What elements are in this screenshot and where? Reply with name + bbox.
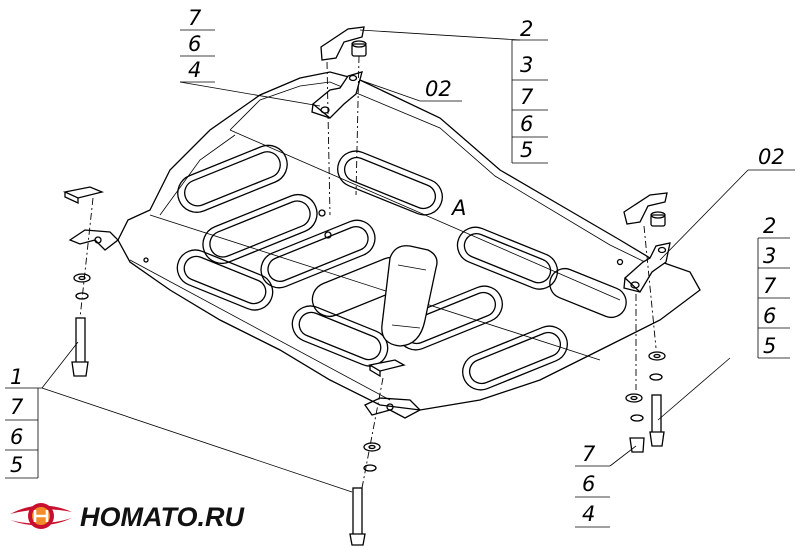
callout-left-2: 7 xyxy=(10,395,24,419)
callout-top-right-1: 2 xyxy=(520,17,533,41)
logo-text: HOMATO.RU xyxy=(80,502,245,532)
callout-top-left-1: 7 xyxy=(188,6,202,30)
callout-top-left-2: 6 xyxy=(188,32,201,56)
callout-right: 2 3 7 6 5 xyxy=(757,214,790,359)
callout-bottom-right: 7 6 4 xyxy=(575,442,610,528)
plate-marking: A xyxy=(450,196,466,220)
bottom-clip xyxy=(368,359,406,378)
callout-ref-top: 02 xyxy=(420,77,462,102)
callout-top-right-4: 6 xyxy=(520,112,533,136)
left-fasteners xyxy=(71,273,91,377)
callout-top-right-2: 3 xyxy=(520,53,533,77)
callout-ref-top-label: 02 xyxy=(425,77,452,101)
top-bracket xyxy=(311,71,363,119)
drain-hatch xyxy=(381,245,438,347)
callout-top-right: 2 3 7 6 5 xyxy=(511,17,548,164)
homato-logo: HOMATO.RU xyxy=(10,502,245,532)
leader-lines xyxy=(41,29,749,493)
callout-bottom-right-1: 7 xyxy=(582,442,596,466)
callout-top-left: 7 6 4 xyxy=(180,6,215,83)
callout-left: 1 7 6 5 xyxy=(5,365,42,479)
callout-ref-right-label: 02 xyxy=(758,145,785,169)
stamped-ribs xyxy=(176,144,627,391)
bottom-fasteners xyxy=(349,442,381,546)
callout-right-2: 3 xyxy=(763,244,776,268)
wings-logo-icon xyxy=(10,503,72,529)
callout-top-left-3: 4 xyxy=(188,58,201,82)
spacer-right xyxy=(650,211,666,227)
right-bracket xyxy=(623,242,671,294)
bracket-plate-right xyxy=(623,192,668,225)
skid-plate xyxy=(68,71,701,419)
callout-top-right-3: 7 xyxy=(520,85,534,109)
callout-ref-right: 02 xyxy=(748,145,795,171)
assembly-axes xyxy=(79,55,657,489)
callout-right-4: 6 xyxy=(763,304,776,328)
callout-bottom-right-2: 6 xyxy=(582,472,595,496)
bracket-plate-top xyxy=(320,26,365,61)
callout-left-3: 6 xyxy=(10,425,23,449)
callout-bottom-right-3: 4 xyxy=(582,502,595,526)
callout-left-1: 1 xyxy=(10,365,23,389)
right-fasteners xyxy=(625,351,666,453)
callout-left-4: 5 xyxy=(10,453,23,477)
callout-right-1: 2 xyxy=(763,214,776,238)
callout-right-5: 5 xyxy=(763,334,776,358)
callout-top-right-5: 5 xyxy=(520,138,533,162)
spacer-top xyxy=(351,40,367,57)
left-clip xyxy=(62,186,105,205)
callout-right-3: 7 xyxy=(763,274,777,298)
